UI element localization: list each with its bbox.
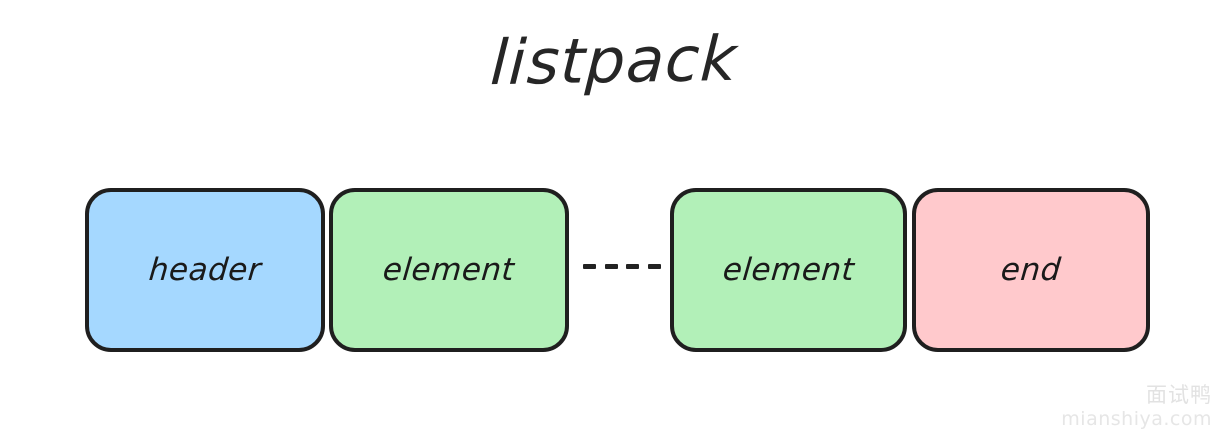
- dashed-connector: [583, 262, 661, 270]
- dash-segment: [626, 263, 640, 269]
- block-element-2: element: [670, 188, 907, 352]
- dash-segment: [583, 263, 596, 269]
- block-end: end: [912, 188, 1150, 352]
- dash-segment: [647, 263, 661, 269]
- block-element-2-label: element: [721, 252, 856, 288]
- block-element-1-label: element: [381, 252, 517, 288]
- block-end-label: end: [999, 252, 1063, 288]
- block-header-label: header: [147, 252, 263, 288]
- dash-segment: [604, 263, 618, 269]
- block-header: header: [85, 188, 325, 352]
- block-element-1: element: [329, 188, 569, 352]
